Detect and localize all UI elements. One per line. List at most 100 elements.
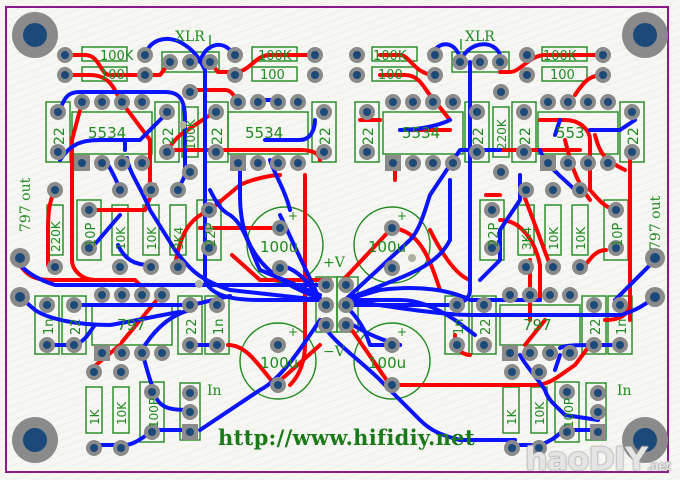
pad-hole <box>449 159 457 167</box>
pad-hole <box>234 98 242 106</box>
pad-hole <box>520 148 528 156</box>
pad-hole <box>186 408 194 416</box>
pad-hole <box>166 58 174 66</box>
pad-hole <box>322 281 330 289</box>
cap-label: 1n <box>212 318 227 335</box>
pad-hole <box>186 341 194 349</box>
pad-hole <box>480 301 488 309</box>
cap-label: 100P <box>147 398 161 428</box>
pad-hole <box>576 263 584 271</box>
opamp-label: 5534 <box>245 124 283 142</box>
pad-hole <box>254 159 262 167</box>
opamp-label: 5534 <box>88 124 126 142</box>
pad-hole <box>186 389 194 397</box>
pad-hole <box>566 349 574 357</box>
pad-hole <box>522 186 530 194</box>
pad-hole <box>70 341 78 349</box>
pad-hole <box>628 148 636 156</box>
cap-label: 22 <box>589 318 604 335</box>
cap-label: 22 <box>479 318 494 335</box>
xlr-label-left: XLR <box>175 29 205 45</box>
cap-label: 100u <box>260 238 298 256</box>
resistor-label: 220K <box>49 220 63 252</box>
pad-hole <box>604 98 612 106</box>
pad-hole <box>342 281 350 289</box>
pad-hole <box>186 58 194 66</box>
pad-hole <box>118 98 126 106</box>
pad-hole <box>546 349 554 357</box>
pad-hole <box>138 349 146 357</box>
mounting-hole <box>622 417 668 463</box>
pad-hole <box>118 349 126 357</box>
pad-hole <box>274 159 282 167</box>
pad-hole <box>616 341 624 349</box>
resistor-label: 10K <box>533 401 547 425</box>
pad-hole <box>43 301 51 309</box>
pad-hole <box>429 159 437 167</box>
watermark: haoDIY.net <box>525 440 671 478</box>
pad-hole <box>186 168 194 176</box>
pad-hole <box>322 301 330 309</box>
pad-hole <box>584 159 592 167</box>
pad-hole <box>599 51 607 59</box>
pad-hole <box>15 253 25 263</box>
cap-label: 10P <box>611 222 626 247</box>
power-plus-label: +V <box>323 255 346 271</box>
connector-labels: XLR XLR 797 out 797 out In In +V −V <box>18 29 664 399</box>
pad-hole <box>90 368 98 376</box>
pad-hole <box>526 349 534 357</box>
pad-hole <box>213 341 221 349</box>
pad-hole <box>473 148 481 156</box>
pad-hole <box>612 244 620 252</box>
output-label-right: 797 out <box>648 195 664 250</box>
pad-hole <box>563 428 571 436</box>
pad-hole <box>594 428 602 436</box>
watermark-suffix: .net <box>647 459 671 473</box>
resistor-label: 10K <box>115 401 129 425</box>
pad-hole <box>117 444 125 452</box>
pad-hole <box>78 159 86 167</box>
cap-label: 22P <box>487 222 502 247</box>
pad-hole <box>186 428 194 436</box>
pad-hole <box>590 301 598 309</box>
pad-hole <box>98 159 106 167</box>
pad-hole <box>566 291 574 299</box>
pad-hole <box>476 58 484 66</box>
pad-hole <box>51 186 59 194</box>
pad-hole <box>523 51 531 59</box>
pad-hole <box>294 159 302 167</box>
pad-hole <box>70 301 78 309</box>
resistor-label: 10K <box>114 226 128 250</box>
pad-hole <box>141 71 149 79</box>
pad-hole <box>138 159 146 167</box>
pad-hole <box>628 108 636 116</box>
pad-hole <box>526 291 534 299</box>
pad-hole <box>231 51 239 59</box>
pad-hole <box>456 58 464 66</box>
buffer-label: 797 <box>117 316 146 334</box>
pad-hole <box>98 291 106 299</box>
pad-hole <box>274 341 282 349</box>
pad-hole <box>453 301 461 309</box>
cap-label: 22 <box>318 127 334 145</box>
cap-label: 22 <box>52 127 68 145</box>
pad-hole <box>508 368 516 376</box>
pad-hole <box>389 159 397 167</box>
pad-hole <box>320 148 328 156</box>
pad-hole <box>186 301 194 309</box>
cap-label: 100u <box>260 354 298 372</box>
pad-hole <box>158 291 166 299</box>
pad-hole <box>535 368 543 376</box>
pad-hole <box>186 88 194 96</box>
pad-hole <box>429 98 437 106</box>
resistor-label: 100K <box>258 49 292 64</box>
pad-hole <box>276 264 284 272</box>
input-label-right: In <box>617 383 632 399</box>
pad-hole <box>508 444 516 452</box>
pad-hole <box>604 159 612 167</box>
pad-hole <box>520 108 528 116</box>
pad-hole <box>590 341 598 349</box>
pad-hole <box>78 98 86 106</box>
cap-label: 22P <box>204 222 219 247</box>
